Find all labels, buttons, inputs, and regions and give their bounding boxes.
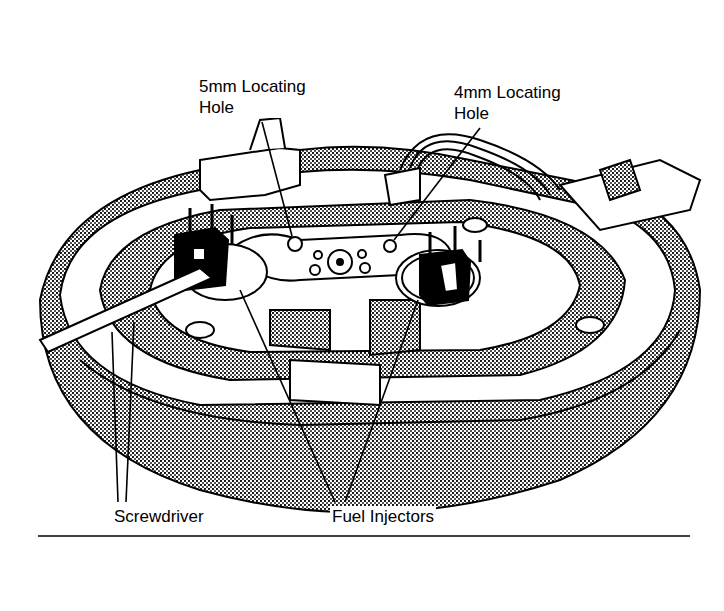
center-hole <box>337 259 343 265</box>
wire-connector <box>385 168 420 205</box>
leader-line <box>262 122 292 236</box>
part-label: 5mm Locating Hole <box>197 76 323 118</box>
injector-pin <box>189 208 192 232</box>
bore-floor <box>150 222 580 352</box>
plate-hole <box>314 251 322 259</box>
leader-line <box>240 290 335 502</box>
plate-hole <box>360 263 370 273</box>
wire-connector <box>600 160 640 200</box>
injector-pin <box>429 232 432 255</box>
plate-hole <box>358 250 366 258</box>
wire <box>418 149 540 200</box>
housing-shading <box>40 147 700 513</box>
injector-pin <box>454 226 457 250</box>
bore-shadow <box>270 310 330 350</box>
wire <box>410 141 550 195</box>
bolt-hole <box>186 322 214 338</box>
plate-hole <box>310 265 320 275</box>
injector-pin <box>211 204 214 228</box>
part-label: Screwdriver <box>112 506 206 527</box>
screwdriver <box>40 268 212 352</box>
locating-hole-4mm <box>384 240 396 252</box>
leader-line <box>394 128 480 240</box>
bore-shadow <box>370 300 420 355</box>
center-hole <box>328 250 352 274</box>
leader-lines <box>112 122 480 502</box>
bolt-hole <box>463 218 487 232</box>
throttle-body <box>40 118 700 513</box>
injector-well <box>396 250 480 306</box>
part-label: 4mm Locating Hole <box>452 82 578 124</box>
wire-connector <box>560 160 700 230</box>
injector-window <box>440 262 458 292</box>
injector-pin <box>231 215 234 245</box>
bolt-hole <box>576 317 604 333</box>
leader-line <box>126 322 134 502</box>
part-label: Fuel Injectors <box>330 506 436 527</box>
fuel-injector <box>420 250 470 305</box>
locating-hole-5mm <box>288 237 302 251</box>
leader-line <box>112 332 118 502</box>
rule-line <box>38 535 690 537</box>
wire-connector <box>200 148 300 200</box>
injector-pin <box>479 240 482 262</box>
housing-lip <box>80 330 680 425</box>
center-web <box>290 360 380 405</box>
leader-line <box>345 300 418 502</box>
wire <box>400 134 560 190</box>
screwdriver-tip <box>200 258 226 278</box>
injector-window <box>193 248 205 260</box>
